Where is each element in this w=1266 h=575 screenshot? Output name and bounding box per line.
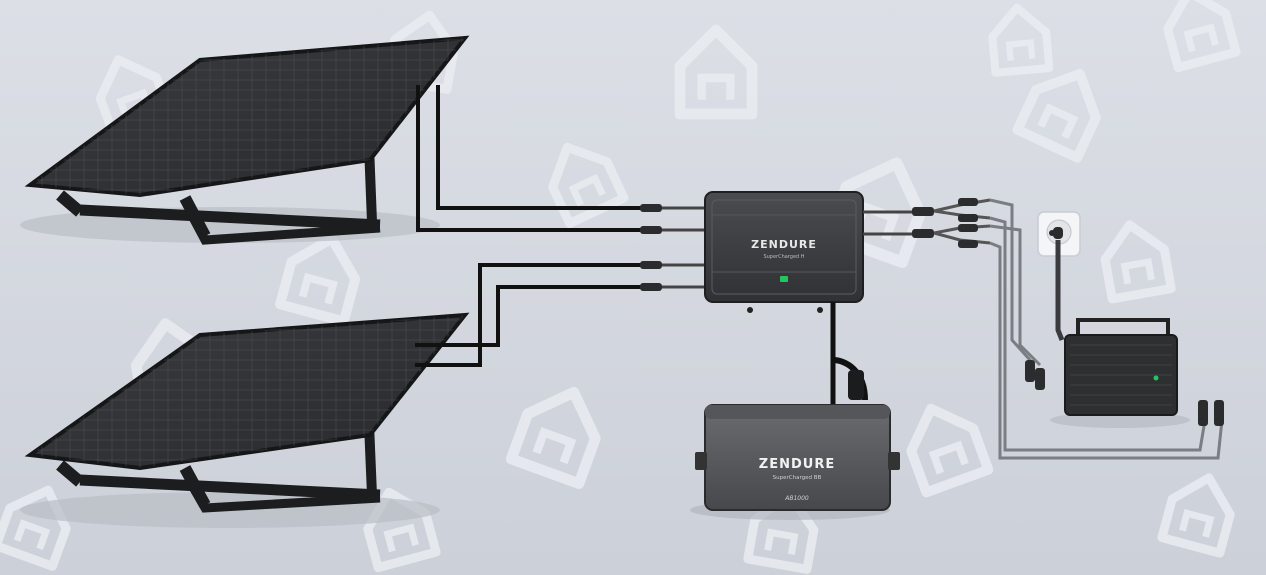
micro-inverter — [1050, 318, 1190, 428]
solar-panel-top — [20, 35, 660, 245]
hub-controller: ZENDURE SuperCharged H — [704, 191, 864, 313]
battery-brand-label: ZENDURE — [759, 457, 835, 472]
hub-output-cables — [863, 198, 1224, 460]
hub-status-led — [780, 276, 788, 282]
solar-panel-bottom — [20, 263, 660, 528]
hub-brand-label: ZENDURE — [751, 238, 817, 251]
wall-socket — [1037, 211, 1081, 341]
battery-model-label: AB1000 — [784, 495, 809, 502]
battery-model-line-label: SuperCharged BB — [773, 475, 822, 481]
hub-model-label: SuperCharged H — [763, 254, 804, 260]
inverter-status-led — [1153, 375, 1159, 381]
hub-input-connectors — [640, 204, 705, 291]
battery-pack: ZENDURE SuperCharged BB AB1000 — [690, 404, 900, 520]
hub-battery-cable — [830, 302, 868, 405]
